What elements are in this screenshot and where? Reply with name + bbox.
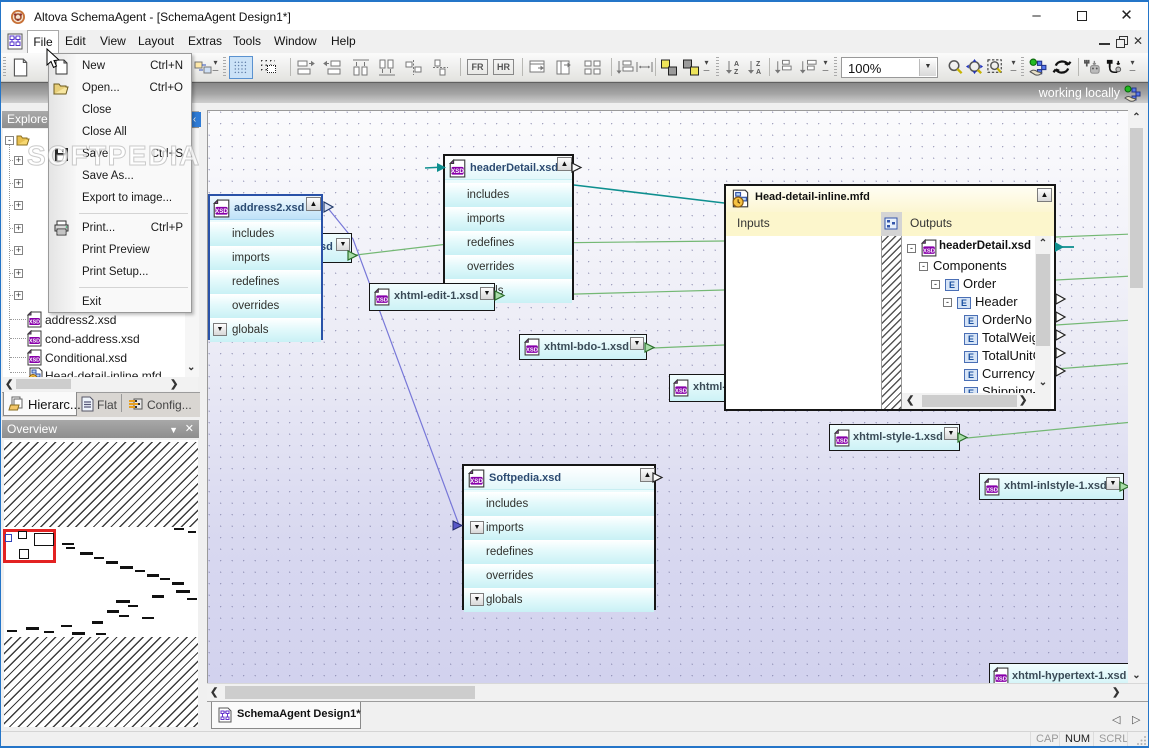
- svg-text:XSD: XSD: [29, 320, 40, 326]
- svg-text:XSD: XSD: [376, 297, 388, 303]
- svg-text:Z: Z: [756, 61, 761, 68]
- svg-text:Z: Z: [734, 69, 739, 76]
- svg-text:A: A: [734, 61, 739, 68]
- svg-text:XSD: XSD: [526, 347, 538, 353]
- svg-text:XSD: XSD: [451, 168, 464, 175]
- svg-text:XSD: XSD: [836, 438, 848, 444]
- svg-text:XSD: XSD: [29, 358, 40, 364]
- svg-text:XSD: XSD: [986, 487, 998, 493]
- svg-text:A: A: [756, 69, 761, 76]
- svg-text:XSD: XSD: [215, 208, 228, 215]
- svg-text:XSD: XSD: [29, 339, 40, 345]
- svg-text:XSD: XSD: [995, 676, 1007, 682]
- svg-text:XSD: XSD: [923, 248, 935, 254]
- svg-text:XSD: XSD: [470, 478, 483, 485]
- svg-text:XSD: XSD: [675, 388, 687, 394]
